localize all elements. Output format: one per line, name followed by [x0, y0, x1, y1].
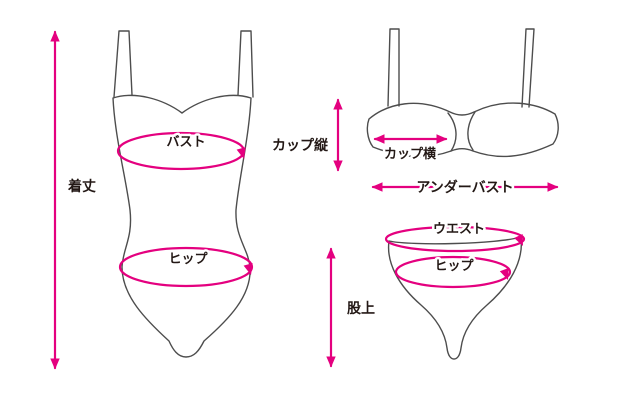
waist-measure-ellipse: [384, 225, 526, 253]
bikini-top-twist-line-left: [447, 112, 457, 152]
bikini-top-twist-line-right: [467, 111, 476, 151]
onepiece-left-strap: [113, 30, 133, 98]
onepiece-right-strap: [237, 30, 254, 98]
length-label: 着丈: [67, 178, 96, 195]
bikini-top-figure: カップ縦 カップ横 アンダーバスト: [270, 28, 559, 199]
bust-arrowhead: [236, 147, 246, 159]
cup-height-label: カップ縦: [272, 137, 329, 154]
rise-label: 股上: [347, 301, 375, 317]
bikini-top-left-strap: [387, 28, 400, 107]
bikini-bottom-figure: 股上 ウエスト ヒップ: [326, 220, 526, 368]
hip-label: ヒップ: [168, 252, 208, 267]
bust-label: バスト: [166, 135, 205, 150]
bikini-top-right-strap: [521, 28, 535, 108]
bottom-hip-label: ヒップ: [434, 259, 474, 274]
bottom-hip-measure-ellipse: [394, 255, 512, 289]
bottom-hip-arrowhead: [499, 268, 509, 280]
bikini-top-outline: [366, 102, 559, 158]
cup-width-label: カップ横: [384, 146, 437, 162]
waist-arrowhead: [514, 234, 523, 246]
bikini-bottom-outline: [387, 236, 523, 360]
waist-label: ウエスト: [433, 222, 485, 237]
onepiece-figure: 着丈 バスト ヒップ: [50, 30, 254, 370]
underbust-label: アンダーバスト: [416, 179, 513, 196]
onepiece-body-outline: [112, 94, 252, 358]
hip-arrowhead: [243, 263, 253, 275]
